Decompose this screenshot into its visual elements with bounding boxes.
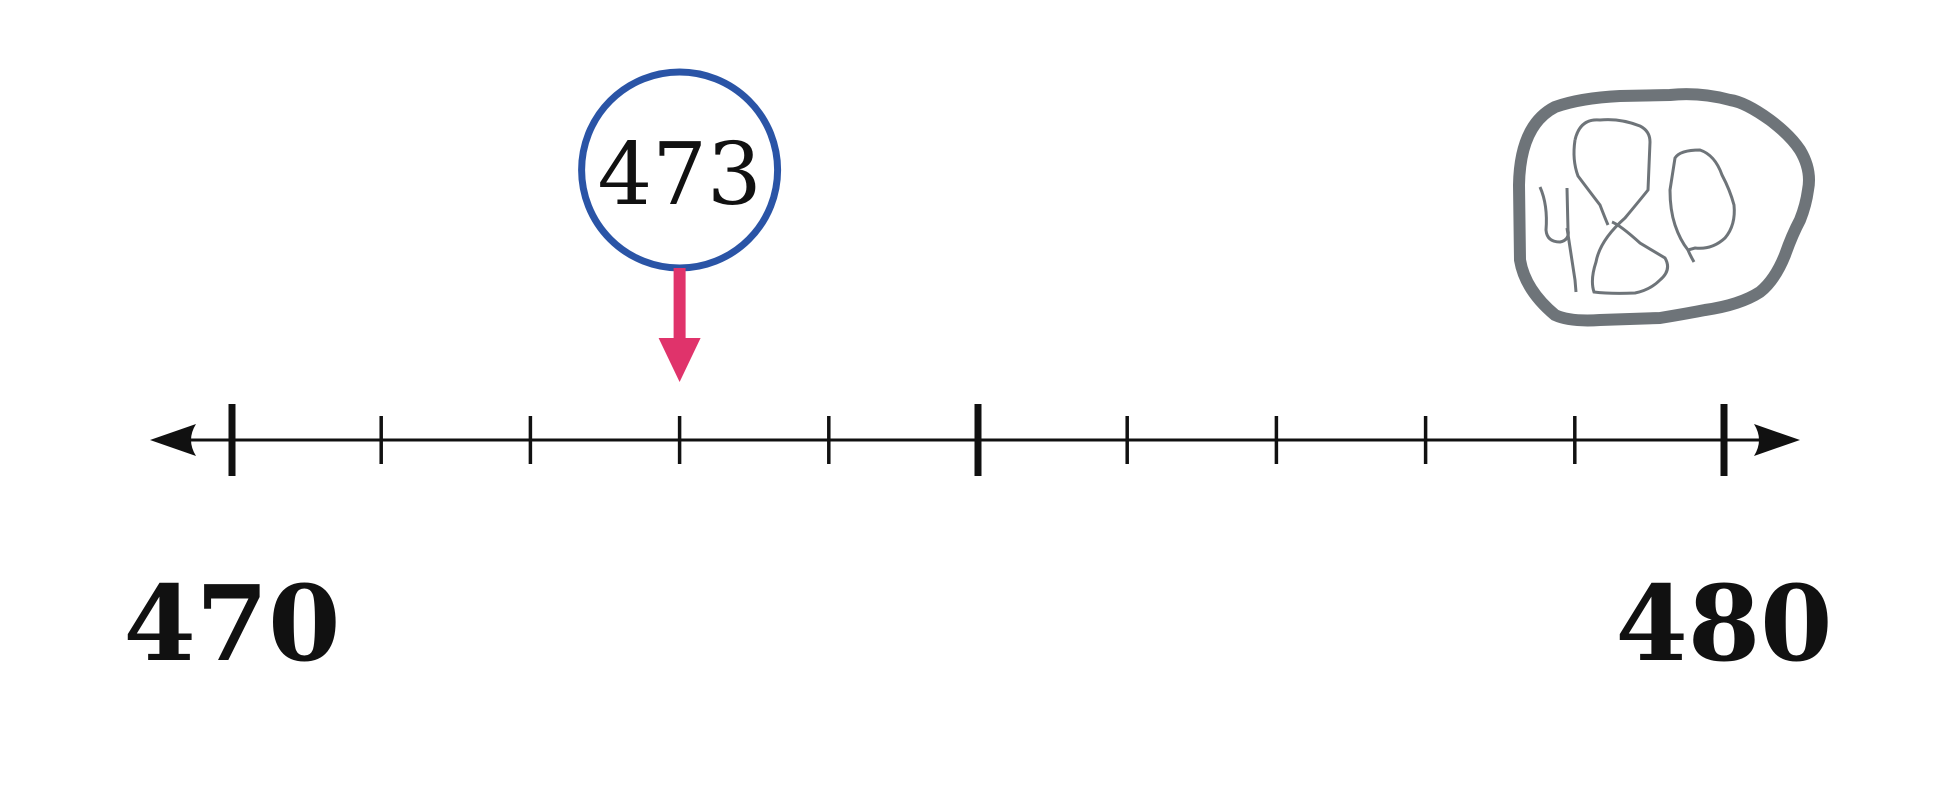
marker-arrow-shaft	[673, 268, 686, 344]
end-label: 480	[1615, 562, 1832, 685]
start-label: 470	[123, 562, 340, 685]
cloud-scribble-icon	[1513, 88, 1815, 327]
left-arrowhead-icon	[150, 424, 196, 456]
marker-arrowhead-icon	[658, 338, 701, 382]
tick-marks	[228, 404, 1728, 476]
marker-label: 473	[598, 125, 762, 225]
right-arrowhead-icon	[1754, 424, 1800, 456]
value-marker: 473	[578, 68, 782, 382]
